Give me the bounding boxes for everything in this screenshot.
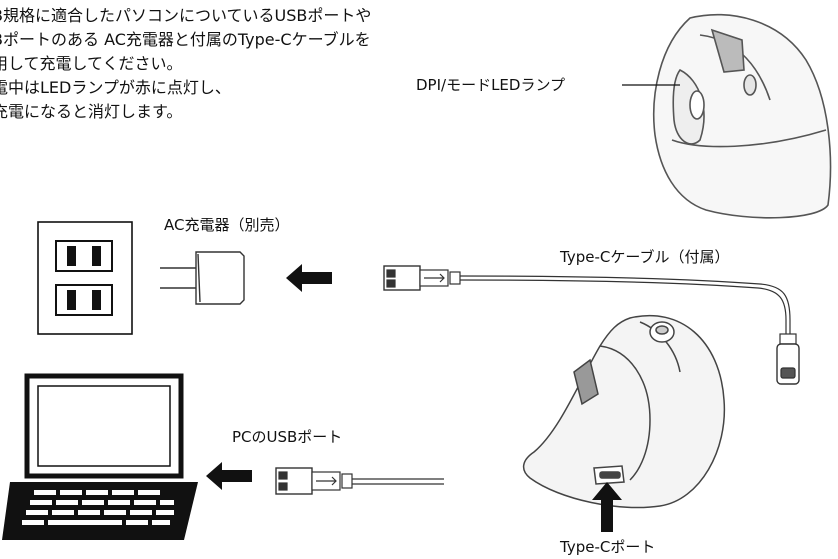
cable-label: Type-Cケーブル（付属）	[560, 248, 730, 266]
arrow-left-icon	[286, 264, 332, 292]
dpi-led-label: DPI/モードLEDランプ	[416, 76, 566, 94]
mouse-top-illustration	[652, 13, 832, 219]
mouse-illustration	[522, 314, 726, 509]
instruction-line-1: B規格に適合したパソコンについているUSBポートや	[0, 6, 372, 25]
laptop-icon	[2, 373, 198, 540]
instruction-line-4: 電中はLEDランプが赤に点灯し、	[0, 78, 231, 97]
outlet-icon	[37, 221, 133, 335]
type-c-cable	[383, 265, 800, 385]
instruction-line-3: 用して充電してください。	[0, 54, 183, 73]
ac-charger-label: AC充電器（別売）	[164, 216, 290, 234]
typec-port-label: Type-Cポート	[560, 538, 656, 556]
instruction-line-5: 充電になると消灯します。	[0, 102, 183, 121]
usb-cable-pc	[275, 467, 444, 495]
arrow-up-icon	[592, 482, 622, 532]
pc-usb-label: PCのUSBポート	[232, 428, 343, 446]
instruction-line-2: Bポートのある AC充電器と付属のType-Cケーブルを	[0, 30, 371, 49]
arrow-left-icon-2	[206, 462, 252, 490]
instruction-text: B規格に適合したパソコンについているUSBポートや Bポートのある AC充電器と…	[0, 4, 512, 124]
ac-adapter-icon	[160, 251, 245, 305]
